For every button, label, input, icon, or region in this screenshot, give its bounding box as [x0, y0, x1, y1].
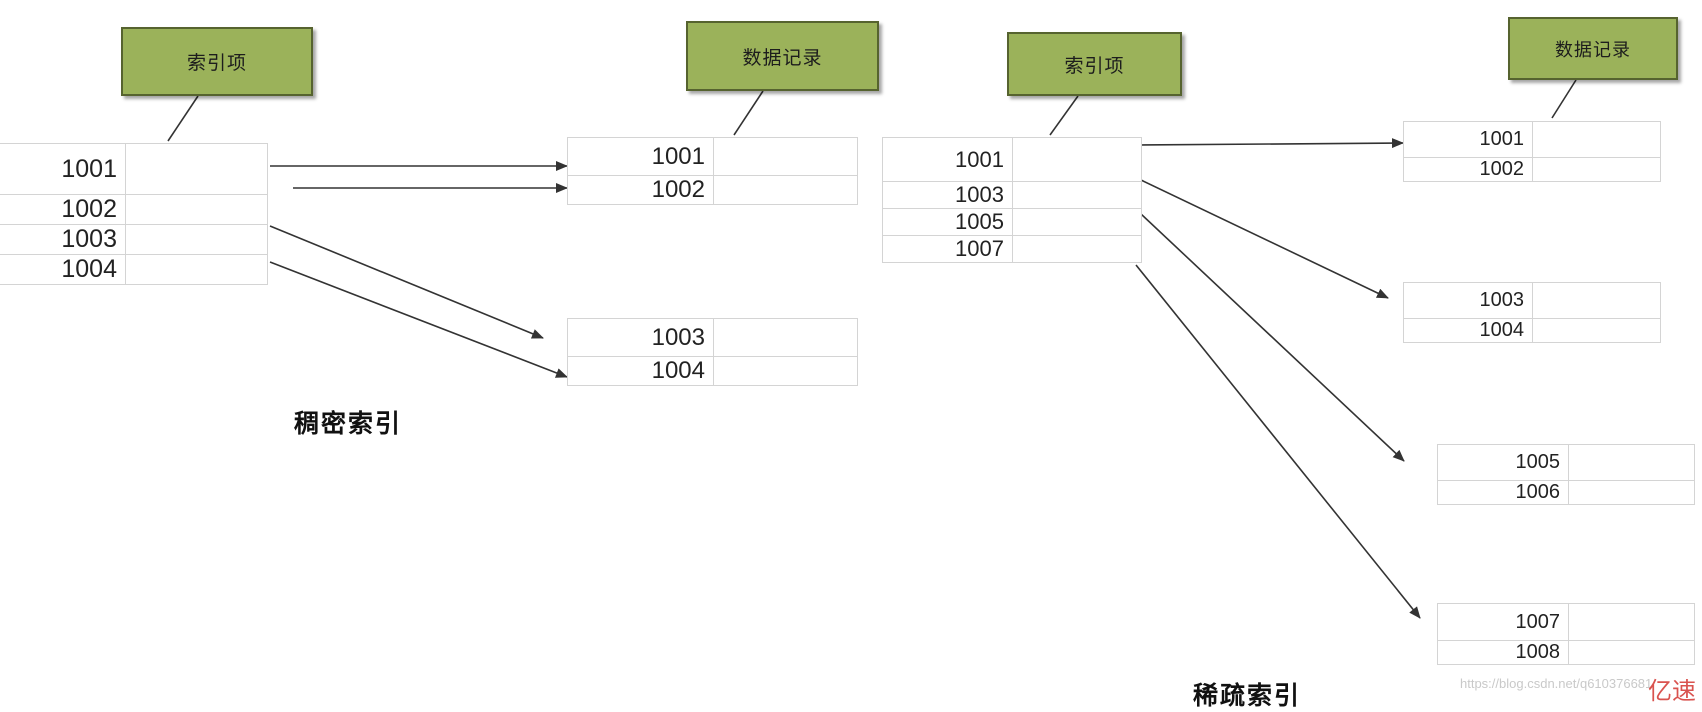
- row-key: 1004: [1403, 318, 1533, 343]
- row-key: 1006: [1437, 480, 1569, 505]
- table-row: 1001: [567, 137, 858, 176]
- row-key: 1001: [0, 143, 126, 195]
- row-key: 1008: [1437, 640, 1569, 665]
- row-key: 1005: [1437, 444, 1569, 481]
- sparse-index-label: 索引项: [1007, 32, 1182, 96]
- table-row: 1003: [0, 224, 268, 255]
- row-pointer-cell: [1532, 318, 1661, 343]
- dense-arrow-1004: [269, 261, 568, 378]
- row-pointer-cell: [125, 194, 268, 225]
- row-pointer-cell: [713, 175, 858, 205]
- row-key: 1005: [882, 208, 1013, 236]
- table-row: 1002: [1403, 157, 1661, 182]
- row-pointer-cell: [1012, 208, 1142, 236]
- callout-pointer: [167, 95, 199, 142]
- table-row: 1002: [567, 175, 858, 205]
- row-key: 1003: [567, 318, 714, 357]
- table-row: 1004: [0, 254, 268, 285]
- row-key: 1001: [882, 137, 1013, 182]
- row-pointer-cell: [713, 356, 858, 386]
- row-pointer-cell: [1568, 603, 1695, 641]
- sparse-arrow-1001: [1140, 138, 1404, 149]
- table-row: 1005: [882, 208, 1142, 236]
- callout-pointer: [1049, 95, 1079, 136]
- table-row: 1001: [0, 143, 268, 195]
- sparse-arrow-1003: [1140, 179, 1389, 299]
- row-key: 1003: [1403, 282, 1533, 319]
- sparse-records-label: 数据记录: [1508, 17, 1678, 80]
- table-row: 1001: [1403, 121, 1661, 158]
- table-row: 1006: [1437, 480, 1695, 505]
- row-pointer-cell: [1532, 157, 1661, 182]
- callout-pointer: [733, 90, 764, 136]
- callout-pointer: [1551, 79, 1577, 119]
- table-row: 1007: [882, 235, 1142, 263]
- table-row: 1003: [882, 181, 1142, 209]
- row-pointer-cell: [125, 143, 268, 195]
- row-key: 1007: [1437, 603, 1569, 641]
- row-key: 1004: [0, 254, 126, 285]
- table-row: 1007: [1437, 603, 1695, 641]
- row-key: 1004: [567, 356, 714, 386]
- row-pointer-cell: [713, 137, 858, 176]
- row-key: 1002: [0, 194, 126, 225]
- row-key: 1007: [882, 235, 1013, 263]
- row-key: 1003: [882, 181, 1013, 209]
- table-row: 1004: [1403, 318, 1661, 343]
- dense-caption: 稠密索引: [294, 409, 403, 438]
- table-row: 1001: [882, 137, 1142, 182]
- row-pointer-cell: [713, 318, 858, 357]
- row-pointer-cell: [1568, 480, 1695, 505]
- row-pointer-cell: [1568, 444, 1695, 481]
- row-pointer-cell: [1568, 640, 1695, 665]
- row-pointer-cell: [125, 254, 268, 285]
- row-pointer-cell: [1012, 181, 1142, 209]
- watermark-url: https://blog.csdn.net/q610376681: [1460, 676, 1653, 691]
- row-pointer-cell: [1532, 282, 1661, 319]
- row-key: 1001: [567, 137, 714, 176]
- dense-records-label: 数据记录: [686, 21, 879, 91]
- row-key: 1003: [0, 224, 126, 255]
- row-pointer-cell: [125, 224, 268, 255]
- table-row: 1008: [1437, 640, 1695, 665]
- row-key: 1002: [1403, 157, 1533, 182]
- row-pointer-cell: [1532, 121, 1661, 158]
- table-row: 1005: [1437, 444, 1695, 481]
- table-row: 1003: [1403, 282, 1661, 319]
- site-logo: 亿速: [1648, 677, 1696, 705]
- row-key: 1002: [567, 175, 714, 205]
- sparse-arrow-1005: [1140, 213, 1405, 462]
- table-row: 1004: [567, 356, 858, 386]
- table-row: 1003: [567, 318, 858, 357]
- dense-index-label: 索引项: [121, 27, 313, 96]
- sparse-arrow-1007: [1135, 264, 1421, 619]
- row-pointer-cell: [1012, 235, 1142, 263]
- row-key: 1001: [1403, 121, 1533, 158]
- row-pointer-cell: [1012, 137, 1142, 182]
- table-row: 1002: [0, 194, 268, 225]
- dense-arrow-1003: [269, 225, 544, 339]
- sparse-caption: 稀疏索引: [1193, 681, 1302, 710]
